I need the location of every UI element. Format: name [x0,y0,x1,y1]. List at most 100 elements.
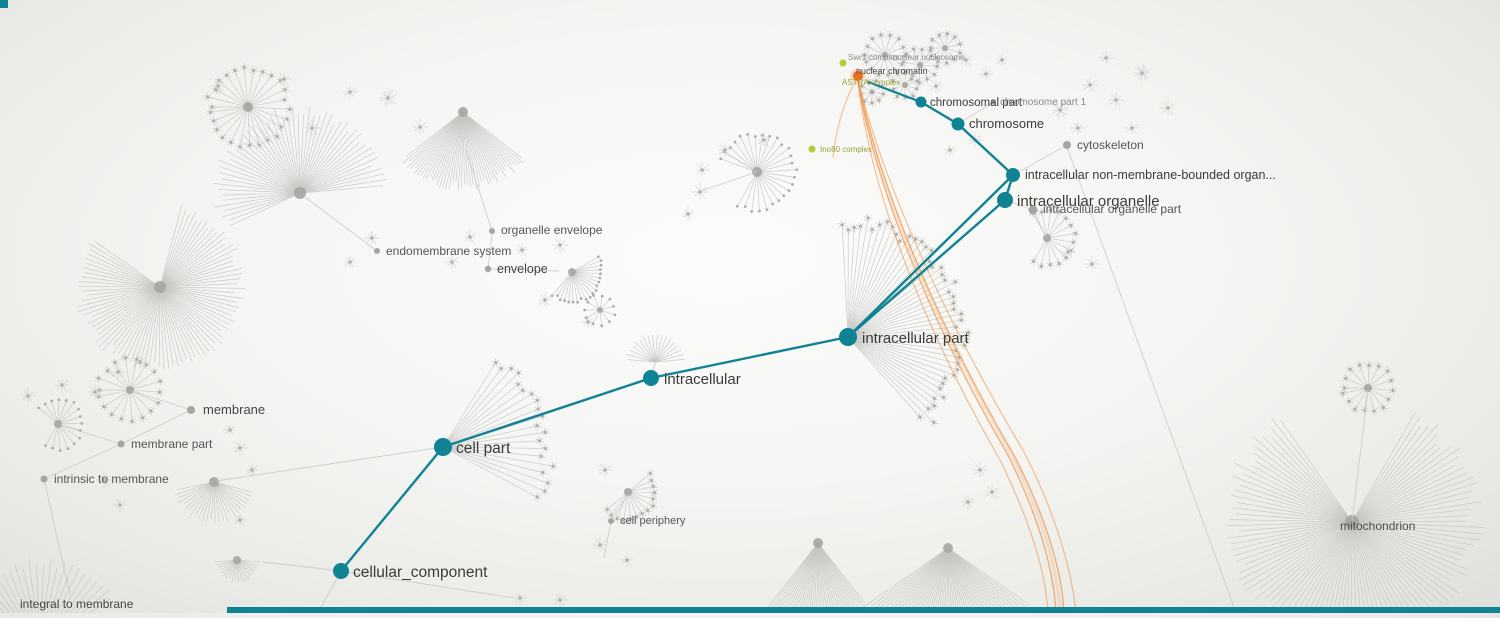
node-intracellular[interactable] [643,370,659,386]
star-sprite [1108,93,1125,107]
star-sprite [278,72,292,86]
fan-cluster [767,538,866,613]
star-sprite [973,463,987,477]
star-sprite [692,183,709,199]
label-cellular_component[interactable]: cellular_component [353,564,488,581]
star-sprites-layer [22,50,1174,606]
star-sprite [516,244,528,255]
label-cell_part[interactable]: cell part [456,440,511,457]
star-sprite [114,499,127,511]
star-sprite [111,365,126,379]
star-sprite [997,54,1007,65]
star-sprite [1070,122,1085,135]
gray-edge [44,479,70,595]
fan-cluster [402,107,523,191]
label-mitochondrion[interactable]: mitochondrion [1340,519,1415,533]
node-intracellular_organelle[interactable] [997,192,1013,208]
label-swr1_complex[interactable]: Swr1-complex [848,53,899,62]
fan-cluster [174,477,252,523]
label-endomembrane_system[interactable]: endomembrane system [386,244,511,258]
gray-edge [216,447,443,481]
fan-cluster [719,133,798,213]
fan-cluster [860,543,1031,613]
gray-edge [263,562,341,571]
label-envelope[interactable]: envelope [497,262,548,276]
star-sprite [234,513,246,525]
gray-edge [1067,147,1235,610]
node-chromosomal_part[interactable] [916,97,927,108]
bottom-edge-accent-bar [227,607,1500,613]
node-intrinsic_to_membrane[interactable] [41,476,48,483]
label-nuclear_chromatin[interactable]: nuclear chromatin [856,66,928,76]
label-cell_periphery[interactable]: cell periphery [620,515,686,527]
node-cell_periphery[interactable] [608,518,614,524]
star-sprite [962,496,975,510]
star-sprite [1084,256,1099,270]
node-membrane_part[interactable] [118,441,125,448]
star-sprite [986,485,999,498]
star-sprite [344,256,355,268]
node-intracellular_nmb_organelle[interactable] [1006,168,1020,182]
fan-cluster [551,255,603,303]
label-intracellular_part[interactable]: intracellular part [862,330,970,347]
label-cytoskeleton[interactable]: cytoskeleton [1077,138,1144,152]
star-sprite [593,538,607,552]
node-chromosome[interactable] [952,118,965,131]
star-sprite [343,85,358,97]
star-sprite [944,145,956,155]
teal-edge [341,447,443,571]
node-cellular_component[interactable] [333,563,349,579]
label-nuclear_nucleosome[interactable]: nuclear nucleosome [893,53,965,62]
teal-edge [443,378,651,447]
fan-cluster [1227,413,1484,613]
star-sprite [757,134,770,147]
node-ino80_node[interactable] [809,146,816,153]
node-envelope[interactable] [485,266,491,272]
corner-accent [0,0,8,8]
star-sprite [22,388,35,402]
gray-edge [305,197,377,251]
label-integral_to_membrane[interactable]: integral to membrane [20,597,134,611]
label-membrane_part[interactable]: membrane part [131,437,213,451]
fan-cluster [626,335,685,362]
gray-edge [60,425,121,444]
node-cytoskeleton[interactable] [1063,141,1071,149]
label-intracellular_organelle_part[interactable]: intracellular organelle part [1043,202,1182,216]
fan-cluster [443,358,557,501]
star-sprite [55,379,69,393]
star-sprite [552,238,568,253]
star-sprite [1082,78,1097,92]
label-ino80_complex[interactable]: Ino80 complex [820,145,872,154]
label-chromosome[interactable]: chromosome [969,116,1044,131]
teal-edge [958,124,1013,175]
node-organelle_envelope[interactable] [489,228,495,234]
star-sprite [234,442,247,456]
gray-edge [604,521,611,558]
label-astra_complex[interactable]: ASTRA complex [842,78,900,87]
star-sprite [696,162,710,176]
node-endomembrane_system[interactable] [374,248,380,254]
label-intrinsic_to_membrane[interactable]: intrinsic to membrane [54,472,169,486]
fan-cluster [94,354,164,426]
star-sprite [464,229,476,243]
star-sprite [365,231,380,245]
node-intracellular_part[interactable] [839,328,857,346]
label-chromosome_part1[interactable]: chromosome part 1 [1000,97,1087,108]
labels-layer: cellular_component cell part intracellular… [20,53,1415,611]
label-membrane[interactable]: membrane [203,402,265,417]
star-sprite [598,464,613,477]
label-intracellular_nmb_organelle[interactable]: intracellular non-membrane-bounded organ… [1025,168,1276,182]
node-membrane[interactable] [187,406,195,414]
star-sprite [513,593,526,605]
fan-clusters-layer [0,30,1484,613]
label-organelle_envelope[interactable]: organelle envelope [501,223,603,237]
label-intracellular[interactable]: intracellular [664,371,741,388]
node-swr1_node[interactable] [840,60,847,67]
star-sprite [412,118,428,134]
star-sprite [1125,121,1138,134]
node-cell_part[interactable] [434,438,452,456]
star-sprite [581,316,594,328]
